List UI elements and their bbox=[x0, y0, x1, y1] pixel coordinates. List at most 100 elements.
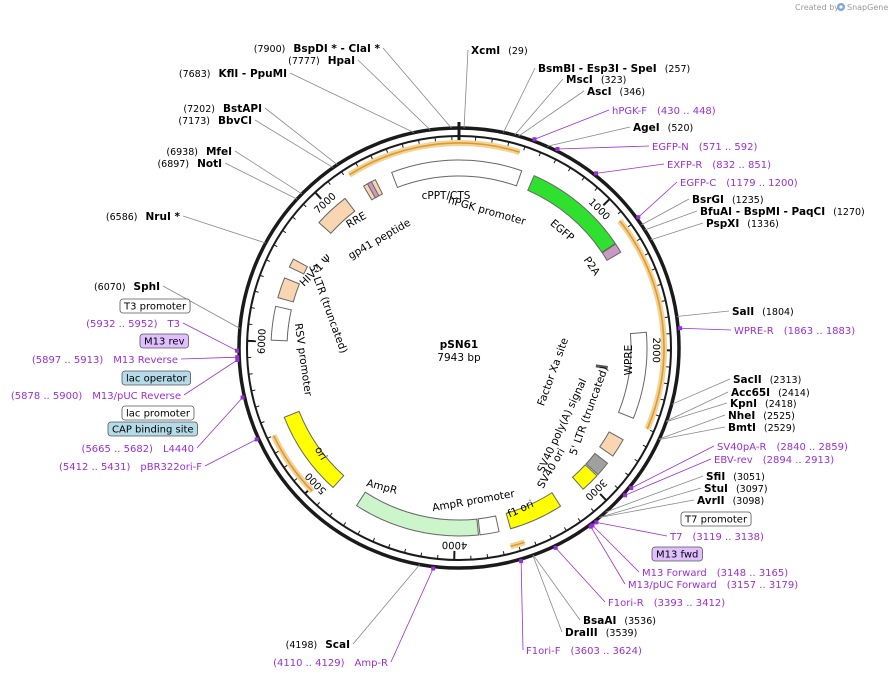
tick-mark bbox=[582, 177, 584, 180]
enzyme-leader bbox=[518, 91, 584, 136]
box-lacoperator: lac operator bbox=[122, 371, 191, 385]
enzyme-pos: (520) bbox=[668, 123, 694, 134]
tick-mark bbox=[330, 513, 332, 516]
enzyme-pos: (4198) bbox=[286, 640, 318, 651]
primer-leader bbox=[556, 548, 605, 602]
enzyme-leader bbox=[605, 476, 703, 512]
enzyme-leader bbox=[383, 48, 452, 128]
enzyme-leader bbox=[651, 223, 703, 240]
enzyme-pos: (6070) bbox=[94, 282, 126, 293]
primer-range: (3603 .. 3624) bbox=[570, 646, 642, 657]
primer-name: hPGK-F bbox=[612, 106, 647, 117]
primer-range: (5878 .. 5900) bbox=[11, 391, 83, 402]
primer-mark bbox=[235, 355, 239, 359]
primer-range: (2840 .. 2859) bbox=[776, 442, 848, 453]
box-label: lac promoter bbox=[126, 409, 191, 420]
primer-name: T3 bbox=[167, 319, 180, 330]
box-capsite: CAP binding site bbox=[108, 422, 198, 436]
enzyme-leader bbox=[677, 311, 729, 316]
primer-mark bbox=[594, 520, 598, 524]
primer-mark bbox=[589, 525, 593, 529]
brand-text: SnapGene bbox=[847, 3, 888, 12]
box-t7promoter: T7 promoter bbox=[681, 512, 751, 526]
primer-range: (5897 .. 5913) bbox=[32, 355, 104, 366]
enzyme-leader bbox=[672, 379, 730, 404]
feature-label-p2a: P2A bbox=[581, 255, 603, 279]
enzyme-pos: (7202) bbox=[183, 104, 215, 115]
enzyme-leader bbox=[464, 50, 468, 128]
tick-mark bbox=[635, 459, 638, 461]
enzyme-leader bbox=[255, 120, 333, 168]
enzyme-name: XcmI bbox=[471, 45, 500, 57]
enzyme-leader bbox=[641, 199, 689, 225]
enzyme-pos: (3051) bbox=[733, 472, 765, 483]
tick-mark bbox=[315, 192, 321, 199]
tick-label: 2000 bbox=[650, 337, 661, 363]
primer-leader bbox=[557, 146, 649, 149]
enzyme-leader bbox=[290, 73, 414, 133]
primer-range: (5932 .. 5952) bbox=[86, 319, 158, 330]
enzyme-name: AgeI bbox=[633, 122, 660, 134]
enzyme-pos: (7173) bbox=[178, 116, 210, 127]
enzyme-name: NruI * bbox=[146, 211, 181, 223]
enzyme-pos: (6586) bbox=[106, 212, 138, 223]
tick-mark bbox=[421, 553, 422, 557]
enzyme-leader bbox=[503, 68, 535, 133]
primer-mark bbox=[678, 326, 682, 330]
primer-name: M13 Forward bbox=[642, 568, 707, 579]
feature-label-wpre: WPRE bbox=[623, 345, 635, 376]
enzyme-name: BmtI bbox=[728, 422, 756, 434]
enzyme-leader bbox=[533, 555, 580, 620]
box-label: M13 fwd bbox=[656, 550, 698, 561]
enzyme-name: ScaI bbox=[325, 639, 350, 651]
enzyme-name: MscI bbox=[566, 74, 593, 86]
tick-label: 4000 bbox=[442, 539, 468, 551]
primer-mark bbox=[623, 493, 627, 497]
primer-name: L4440 bbox=[163, 444, 194, 455]
tick-mark bbox=[591, 509, 594, 512]
tick-mark bbox=[625, 473, 628, 475]
enzyme-pos: (1336) bbox=[747, 219, 779, 230]
enzyme-name: AvrII bbox=[697, 495, 725, 507]
enzyme-name: SacII bbox=[733, 374, 762, 386]
enzyme-pos: (3098) bbox=[733, 496, 765, 507]
feature-hpgk bbox=[392, 160, 522, 187]
primer-mark bbox=[519, 559, 523, 563]
enzyme-pos: (3539) bbox=[606, 628, 638, 639]
enzyme-name: BfuAI - BspMI - PaqCI bbox=[700, 206, 825, 218]
feature-label-factorxa: Factor Xa site bbox=[535, 336, 571, 407]
primer-name: EXFP-R bbox=[667, 160, 702, 171]
tick-mark bbox=[665, 317, 669, 318]
enzyme-pos: (2525) bbox=[763, 411, 795, 422]
enzyme-pos: (1270) bbox=[833, 207, 865, 218]
enzyme-name: HpaI bbox=[328, 55, 355, 67]
enzyme-pos: (6938) bbox=[166, 147, 198, 158]
enzyme-name: NheI bbox=[728, 410, 755, 422]
enzyme-pos: (7777) bbox=[288, 56, 320, 67]
primer-name: SV40pA-R bbox=[717, 442, 766, 453]
primer-name: pBR322ori-F bbox=[140, 462, 202, 473]
primer-name: M13/pUC Reverse bbox=[92, 391, 181, 402]
enzyme-name: MfeI bbox=[206, 146, 232, 158]
tick-mark bbox=[317, 502, 320, 505]
enzyme-name: SfiI bbox=[706, 471, 725, 483]
enzyme-pos: (346) bbox=[620, 87, 646, 98]
primer-leader bbox=[197, 397, 243, 448]
feature-label-egfp: EGFP bbox=[548, 217, 577, 244]
tick-mark bbox=[618, 211, 621, 214]
enzyme-leader bbox=[358, 60, 430, 130]
enzyme-leader bbox=[515, 79, 563, 135]
primer-leader bbox=[638, 182, 677, 217]
enzyme-name: NotI bbox=[197, 158, 222, 170]
primer-range: (3148 .. 3165) bbox=[717, 568, 789, 579]
primer-range: (4110 .. 4129) bbox=[273, 658, 345, 669]
tick-mark bbox=[492, 139, 493, 143]
enzyme-pos: (2529) bbox=[764, 423, 796, 434]
tick-mark bbox=[341, 172, 343, 175]
enzyme-pos: (7900) bbox=[254, 44, 286, 55]
primer-name: F1ori-R bbox=[608, 598, 644, 609]
primer-range: (3119 .. 3138) bbox=[692, 532, 764, 543]
tick-mark bbox=[284, 465, 287, 467]
